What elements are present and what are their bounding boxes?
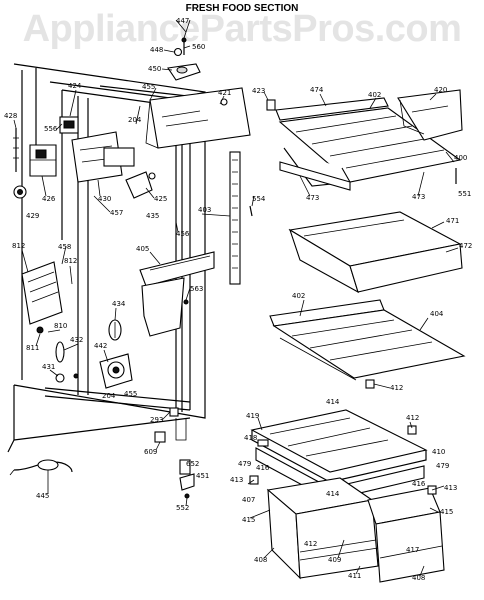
part-label: 455 xyxy=(124,390,137,398)
shelf-channel xyxy=(229,151,253,285)
part-label: 403 xyxy=(198,206,211,214)
part-label: 479 xyxy=(238,460,251,468)
part-label: 402 xyxy=(292,292,305,300)
part-label: 652 xyxy=(186,460,199,468)
part-label: 556 xyxy=(44,125,58,133)
leader-lines xyxy=(13,19,459,577)
part-label: 609 xyxy=(144,448,157,456)
part-label: 429 xyxy=(26,212,39,220)
part-label: 552 xyxy=(176,504,189,512)
section-title: FRESH FOOD SECTION xyxy=(185,3,299,14)
watermark: AppliancePartsPros.com xyxy=(22,8,462,50)
part-label: 413 xyxy=(444,484,457,492)
part-label: 414 xyxy=(326,490,340,498)
part-label: 457 xyxy=(110,209,123,217)
top-shelf xyxy=(266,89,463,191)
part-label: 442 xyxy=(94,342,107,350)
part-label: 410 xyxy=(432,448,445,456)
bracket xyxy=(21,261,73,334)
part-label: 554 xyxy=(252,195,266,203)
part-label: 426 xyxy=(42,195,56,203)
lower-drawers xyxy=(249,409,445,583)
part-label: 402 xyxy=(368,91,381,99)
part-label: 434 xyxy=(112,300,126,308)
part-label: 811 xyxy=(26,344,39,352)
part-label: 810 xyxy=(54,322,67,330)
part-label: 455 xyxy=(142,83,155,91)
part-label: 409 xyxy=(328,556,341,564)
part-label: 451 xyxy=(196,472,209,480)
part-label: 417 xyxy=(406,546,419,554)
part-label: 812 xyxy=(64,257,77,265)
part-label: 560 xyxy=(192,43,205,51)
part-label: 424 xyxy=(68,82,82,90)
part-label: 400 xyxy=(454,154,467,162)
part-label: 404 xyxy=(430,310,444,318)
part-label: 411 xyxy=(348,572,361,580)
part-label: 471 xyxy=(446,217,459,225)
part-label: 428 xyxy=(4,112,17,120)
part-label: 415 xyxy=(440,508,453,516)
part-labels: 447 560 448 450 455 421 423 474 402 420 … xyxy=(4,17,472,582)
part-label: 405 xyxy=(136,245,149,253)
part-label: 432 xyxy=(70,336,83,344)
control-housing xyxy=(145,87,251,149)
part-label: 204 xyxy=(128,116,142,124)
part-label: 430 xyxy=(98,195,111,203)
part-label: 408 xyxy=(412,574,425,582)
part-label: 425 xyxy=(154,195,167,203)
part-label: 447 xyxy=(176,17,189,25)
middle-shelf xyxy=(269,299,466,389)
part-label: 431 xyxy=(42,363,55,371)
part-label: 474 xyxy=(310,86,324,94)
part-label: 472 xyxy=(459,242,472,250)
part-label: 412 xyxy=(390,384,403,392)
part-label: 473 xyxy=(306,194,319,202)
part-label: 413 xyxy=(230,476,243,484)
part-label: 445 xyxy=(36,492,49,500)
part-label: 812 xyxy=(12,242,25,250)
part-label: 416 xyxy=(412,480,426,488)
part-label: 204 xyxy=(102,392,116,400)
part-label: 435 xyxy=(146,212,159,220)
part-label: 412 xyxy=(304,540,317,548)
part-label: 473 xyxy=(412,193,425,201)
damper xyxy=(125,171,156,199)
part-label: 420 xyxy=(434,86,447,94)
hinge-assembly xyxy=(167,19,201,81)
part-label: 458 xyxy=(58,243,71,251)
part-label: 450 xyxy=(148,65,161,73)
light-assembly xyxy=(55,319,133,389)
part-label: 563 xyxy=(190,285,203,293)
part-label: 418 xyxy=(244,434,257,442)
part-label: 448 xyxy=(150,46,163,54)
part-label: 551 xyxy=(458,190,471,198)
wire-harness xyxy=(9,459,73,476)
part-label: 479 xyxy=(436,462,449,470)
crisper-drawer xyxy=(288,211,463,294)
part-label: 414 xyxy=(326,398,340,406)
part-label: 421 xyxy=(218,89,231,97)
small-hardware xyxy=(154,407,195,499)
part-label: 415 xyxy=(242,516,255,524)
part-label: 456 xyxy=(176,230,190,238)
part-label: 408 xyxy=(254,556,267,564)
part-label: 407 xyxy=(242,496,255,504)
part-label: 293 xyxy=(150,416,163,424)
part-label: 419 xyxy=(246,412,259,420)
part-label: 412 xyxy=(406,414,419,422)
cover-panel xyxy=(139,251,215,337)
part-label: 423 xyxy=(252,87,265,95)
part-label: 416 xyxy=(256,464,270,472)
controls-left xyxy=(13,116,135,199)
